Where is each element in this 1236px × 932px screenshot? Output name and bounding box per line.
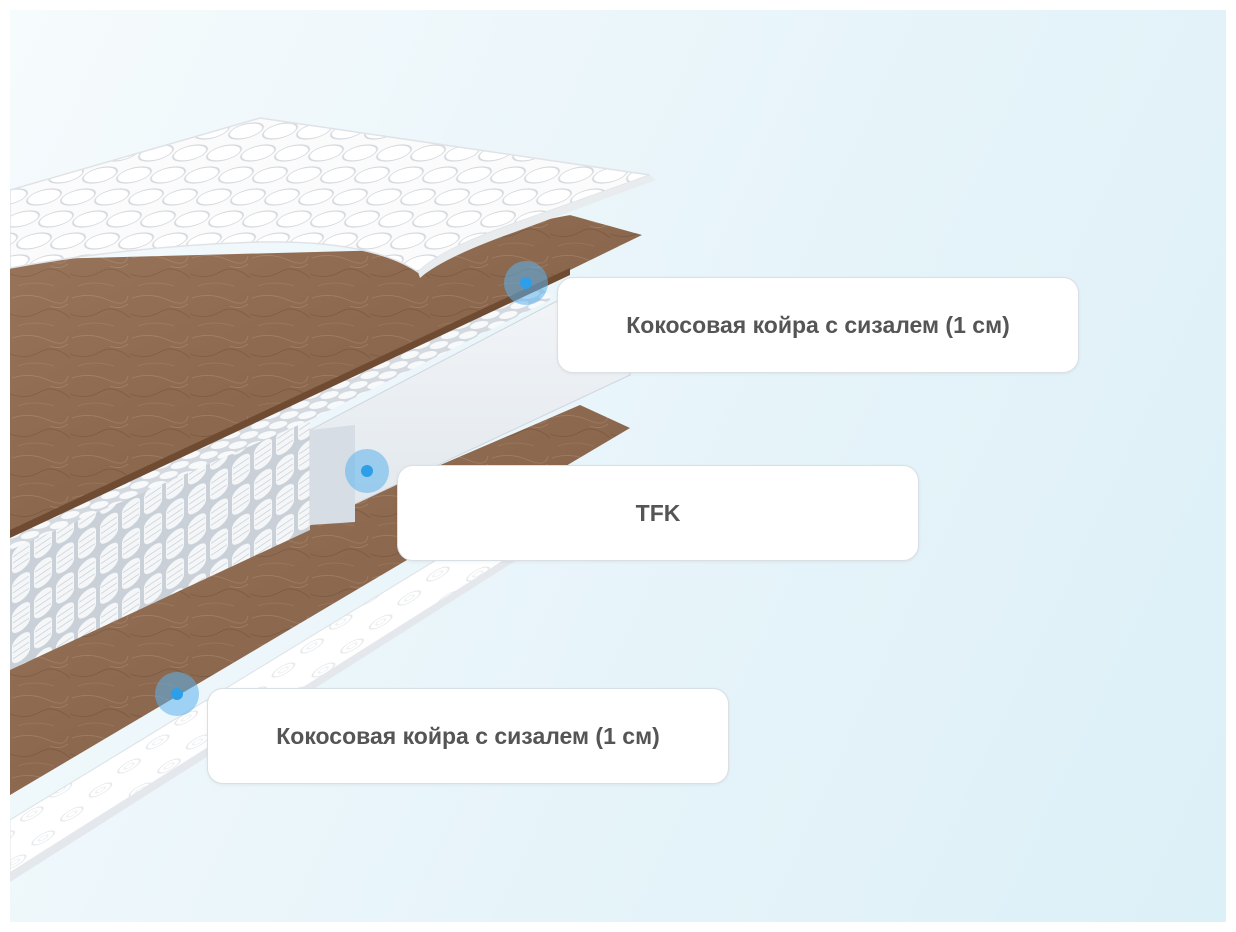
spring-block-label: TFK: [397, 465, 919, 561]
hotspot-marker-icon[interactable]: [345, 449, 389, 493]
hotspot-marker-icon[interactable]: [155, 672, 199, 716]
spring-block-label-text: TFK: [636, 500, 681, 527]
bottom-coir-label: Кокосовая койра с сизалем (1 см): [207, 688, 729, 784]
top-coir-label-text: Кокосовая койра с сизалем (1 см): [626, 312, 1010, 339]
hotspot-marker-icon[interactable]: [504, 261, 548, 305]
bottom-coir-label-text: Кокосовая койра с сизалем (1 см): [276, 723, 660, 750]
mattress-layer-diagram: Кокосовая койра с сизалем (1 см) TFK Кок…: [10, 10, 1226, 922]
top-coir-label: Кокосовая койра с сизалем (1 см): [557, 277, 1079, 373]
